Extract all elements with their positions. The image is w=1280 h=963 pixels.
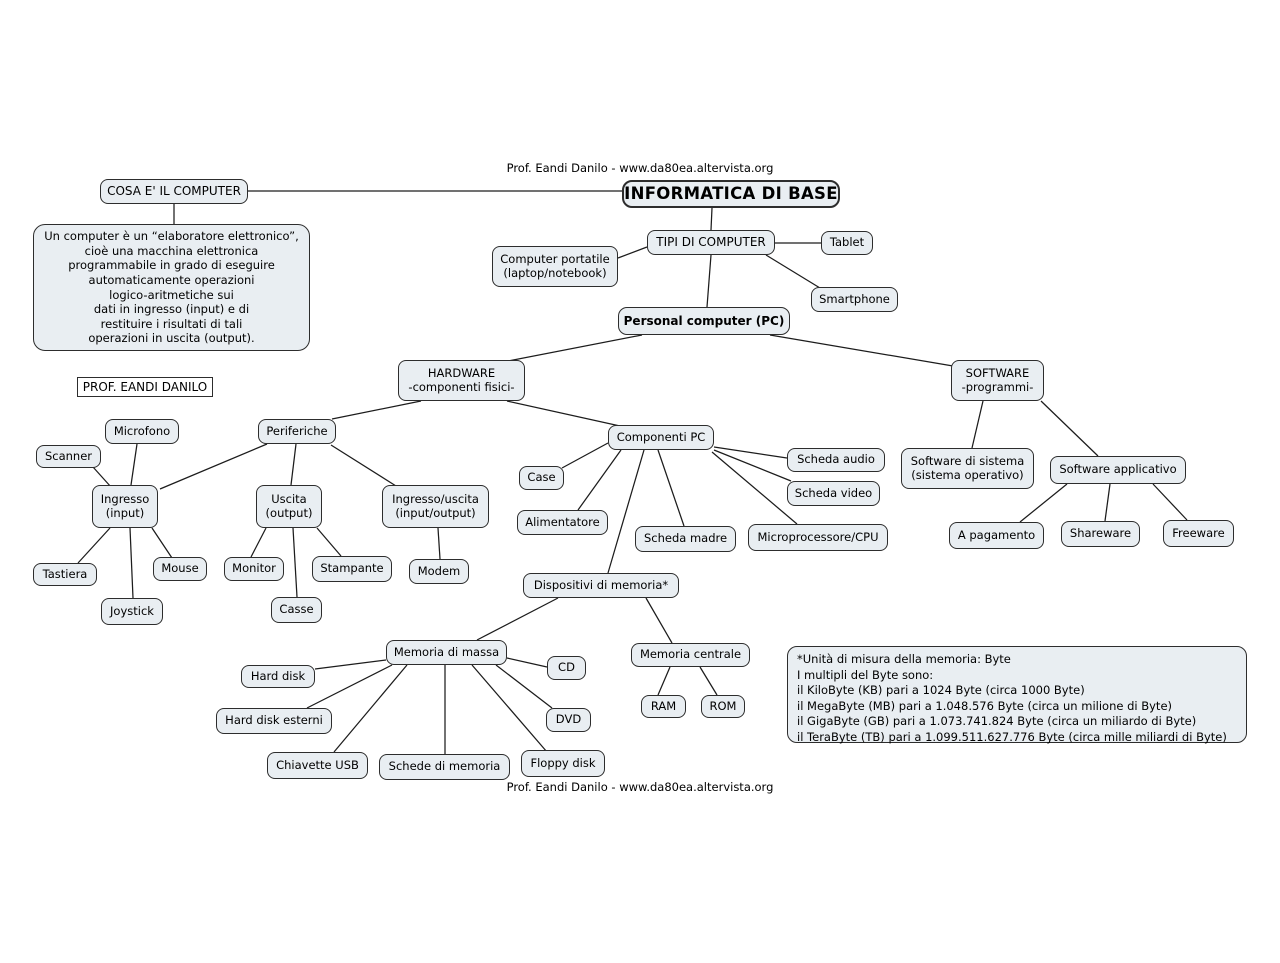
connector-line: [77, 527, 111, 564]
connector-line: [765, 254, 821, 289]
node-scheda-video: Scheda video: [787, 481, 880, 506]
node-scanner: Scanner: [36, 445, 101, 468]
node-mouse: Mouse: [153, 557, 207, 581]
connector-line: [706, 254, 712, 308]
connector-line: [316, 527, 342, 557]
connector-line: [495, 664, 553, 709]
connector-line: [607, 449, 645, 574]
connector-line: [769, 334, 954, 367]
node-informatica-di-base: INFORMATICA DI BASE: [622, 180, 840, 208]
node-casse: Casse: [271, 597, 322, 623]
node-computer-portatile: Computer portatile (laptop/notebook): [492, 246, 618, 287]
connector-line: [437, 527, 441, 560]
node-uscita-output: Uscita (output): [256, 485, 322, 528]
node-hardware: HARDWARE -componenti fisici-: [398, 360, 525, 401]
connector-line: [710, 207, 713, 231]
connector-line: [561, 442, 609, 469]
node-shareware: Shareware: [1061, 521, 1140, 547]
node-hard-disk: Hard disk: [241, 665, 315, 688]
node-dispositivi-di-memoria: Dispositivi di memoria*: [523, 573, 679, 598]
connector-line: [645, 597, 673, 644]
node-monitor: Monitor: [224, 557, 284, 581]
connector-line: [159, 443, 268, 490]
connector-line: [657, 666, 671, 696]
connector-line: [1019, 483, 1068, 523]
credit-bottom: Prof. Eandi Danilo - www.da80ea.altervis…: [506, 780, 774, 794]
node-floppy-disk: Floppy disk: [521, 750, 605, 777]
node-periferiche: Periferiche: [258, 419, 336, 444]
connector-line: [292, 527, 298, 598]
node-cosa-e-il-computer: COSA E' IL COMPUTER: [100, 179, 248, 204]
node-freeware: Freeware: [1163, 520, 1234, 547]
node-ingresso-input: Ingresso (input): [92, 485, 158, 528]
connector-line: [617, 246, 648, 259]
connector-line: [971, 400, 984, 449]
node-scheda-madre: Scheda madre: [635, 526, 736, 552]
connector-line: [1152, 483, 1188, 521]
connector-line: [657, 449, 685, 527]
author-label: PROF. EANDI DANILO: [77, 377, 213, 397]
connector-line: [1040, 400, 1099, 457]
connector-line: [331, 400, 422, 420]
node-microprocessore-cpu: Microprocessore/CPU: [748, 524, 888, 551]
node-memoria-centrale: Memoria centrale: [631, 643, 750, 667]
connector-line: [506, 400, 621, 427]
node-scheda-audio: Scheda audio: [787, 448, 885, 472]
connector-line: [711, 451, 798, 525]
node-hard-disk-esterni: Hard disk esterni: [216, 708, 332, 734]
node-componenti-pc: Componenti PC: [608, 425, 714, 450]
connector-line: [306, 664, 393, 709]
node-ingresso-uscita: Ingresso/uscita (input/output): [382, 485, 489, 528]
node-joystick: Joystick: [101, 598, 163, 625]
connector-line: [330, 444, 397, 487]
connector-line: [1104, 483, 1111, 522]
node-personal-computer: Personal computer (PC): [618, 307, 790, 335]
node-tipi-di-computer: TIPI DI COMPUTER: [647, 230, 775, 255]
connector-line: [151, 527, 173, 559]
connector-line: [506, 657, 548, 668]
connector-line: [507, 334, 643, 362]
node-modem: Modem: [409, 559, 469, 584]
node-dvd: DVD: [546, 708, 591, 732]
node-chiavette-usb: Chiavette USB: [267, 752, 368, 779]
node-stampante: Stampante: [312, 556, 392, 582]
node-software-di-sistema: Software di sistema (sistema operativo): [901, 448, 1034, 489]
node-software-applicativo: Software applicativo: [1050, 456, 1186, 484]
node-memoria-di-massa: Memoria di massa: [386, 640, 507, 665]
node-rom: ROM: [701, 695, 745, 718]
connector-line: [130, 443, 138, 486]
connector-line: [250, 527, 267, 558]
connector-line: [713, 449, 792, 482]
node-case: Case: [519, 466, 564, 490]
node-microfono: Microfono: [105, 419, 179, 444]
connector-line: [129, 527, 134, 599]
node-ram: RAM: [641, 695, 686, 718]
connector-line: [713, 446, 788, 459]
node-smartphone: Smartphone: [811, 287, 898, 312]
node-tastiera: Tastiera: [33, 563, 97, 586]
connector-line: [333, 664, 408, 753]
connector-line: [476, 597, 559, 641]
computer-definition-box: Un computer è un “elaboratore elettronic…: [33, 224, 310, 351]
node-cd: CD: [547, 656, 586, 680]
node-tablet: Tablet: [821, 231, 873, 255]
connector-line: [699, 666, 718, 696]
credit-top: Prof. Eandi Danilo - www.da80ea.altervis…: [506, 161, 774, 175]
node-a-pagamento: A pagamento: [949, 522, 1044, 549]
byte-units-note: *Unità di misura della memoria: Byte I m…: [787, 646, 1247, 744]
node-schede-di-memoria: Schede di memoria: [379, 754, 510, 780]
node-alimentatore: Alimentatore: [517, 510, 608, 535]
connector-line: [577, 449, 622, 511]
connector-line: [314, 659, 387, 670]
connector-line: [290, 443, 297, 486]
connector-line: [471, 664, 548, 753]
node-software: SOFTWARE -programmi-: [951, 360, 1044, 401]
connector-line: [92, 466, 112, 488]
